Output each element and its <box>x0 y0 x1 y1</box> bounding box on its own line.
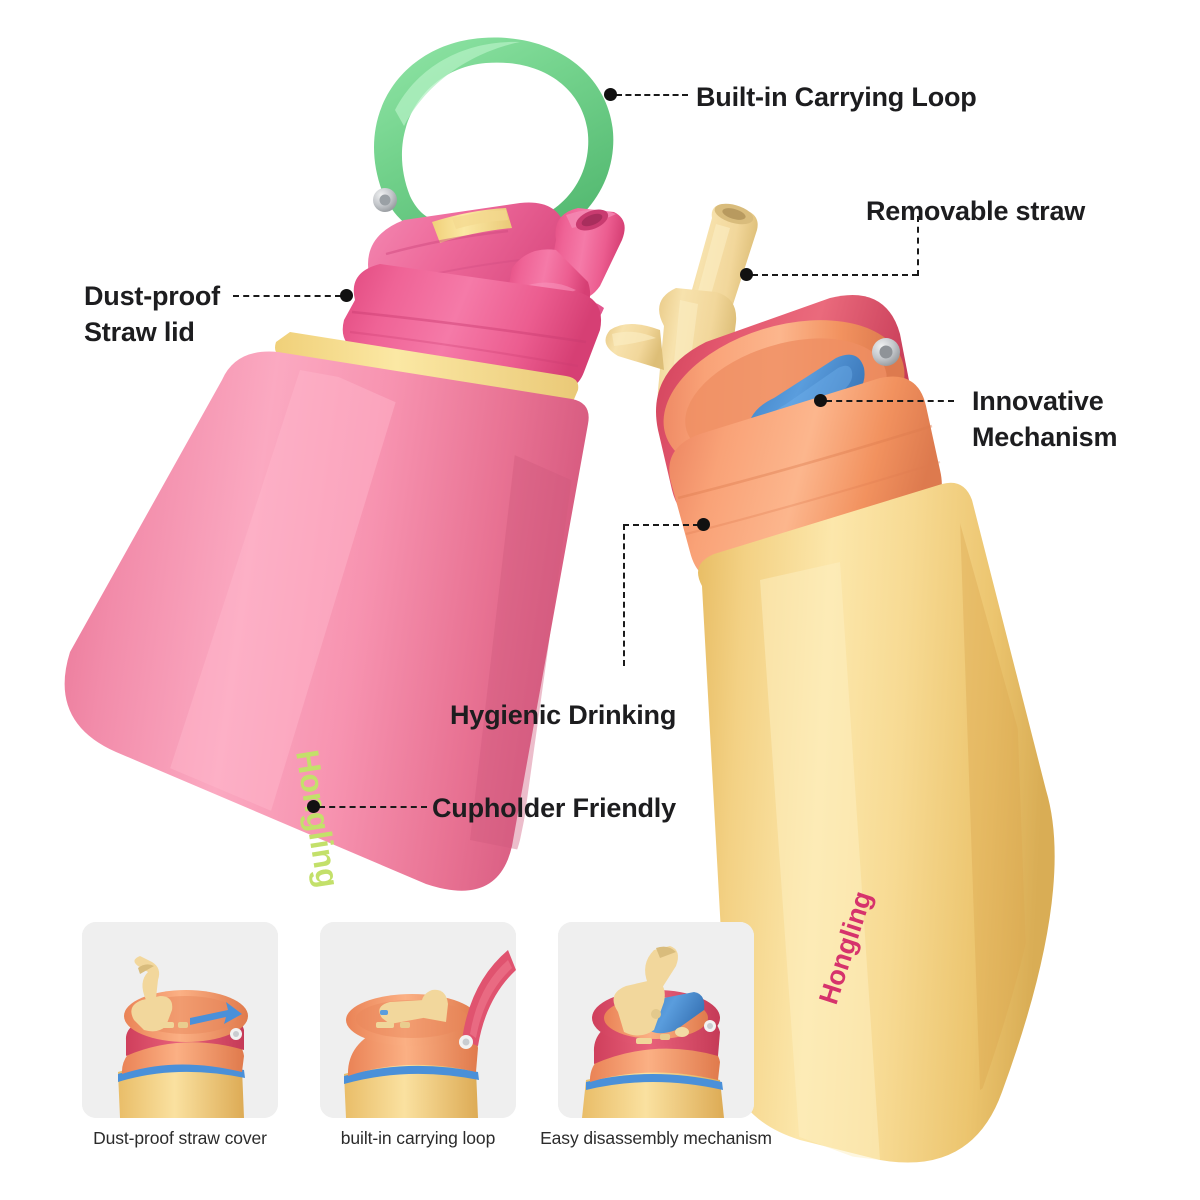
thumb-built-in-carrying-loop[interactable] <box>320 922 516 1118</box>
leader-line-innovative-mechanism <box>826 400 954 402</box>
leader-line-hygienic-drinking-h <box>623 524 699 526</box>
annotation-dust-proof-straw-lid: Dust-proof Straw lid <box>84 281 220 347</box>
yellow-bottle-body: Hongling <box>698 482 1055 1163</box>
leader-dot-removable-straw <box>740 268 753 281</box>
pink-bottle: Hongling <box>64 37 625 891</box>
thumb-caption-2: built-in carrying loop <box>340 1128 496 1148</box>
leader-dot-cupholder-friendly <box>307 800 320 813</box>
leader-dot-innovative-mechanism <box>814 394 827 407</box>
thumb-easy-disassembly-mechanism[interactable] <box>558 922 754 1118</box>
leader-line-cupholder-friendly <box>319 806 427 808</box>
thumb-caption-3: Easy disassembly mechanism <box>540 1128 772 1148</box>
leader-line-hygienic-drinking-v <box>623 524 625 666</box>
leader-dot-hygienic-drinking <box>697 518 710 531</box>
pink-bottle-yellow-ring <box>275 332 579 404</box>
annotation-cupholder-friendly: Cupholder Friendly <box>432 793 676 823</box>
annotation-innovative-mechanism: Innovative Mechanism <box>972 386 1118 452</box>
green-carrying-loop <box>373 37 614 251</box>
yellow-bottle: Hongling <box>605 203 1055 1163</box>
pink-bottle-body: Hongling <box>64 351 589 891</box>
leader-line-dust-proof-straw-lid <box>233 295 341 297</box>
annotation-hygienic-drinking: Hygienic Drinking <box>450 700 677 730</box>
leader-line-carrying-loop <box>616 94 688 96</box>
leader-line-removable-straw-v <box>917 216 919 276</box>
thumb-caption-1: Dust-proof straw cover <box>93 1128 267 1148</box>
leader-dot-dust-proof-straw-lid <box>340 289 353 302</box>
leader-dot-carrying-loop <box>604 88 617 101</box>
annotation-removable-straw: Removable straw <box>866 196 1086 226</box>
thumbnail-gallery: Dust-proof straw cover <box>0 922 1200 1200</box>
thumb-dust-proof-straw-cover[interactable] <box>82 922 278 1118</box>
leader-line-removable-straw-h <box>752 274 918 276</box>
annotation-carrying-loop: Built-in Carrying Loop <box>696 82 977 112</box>
